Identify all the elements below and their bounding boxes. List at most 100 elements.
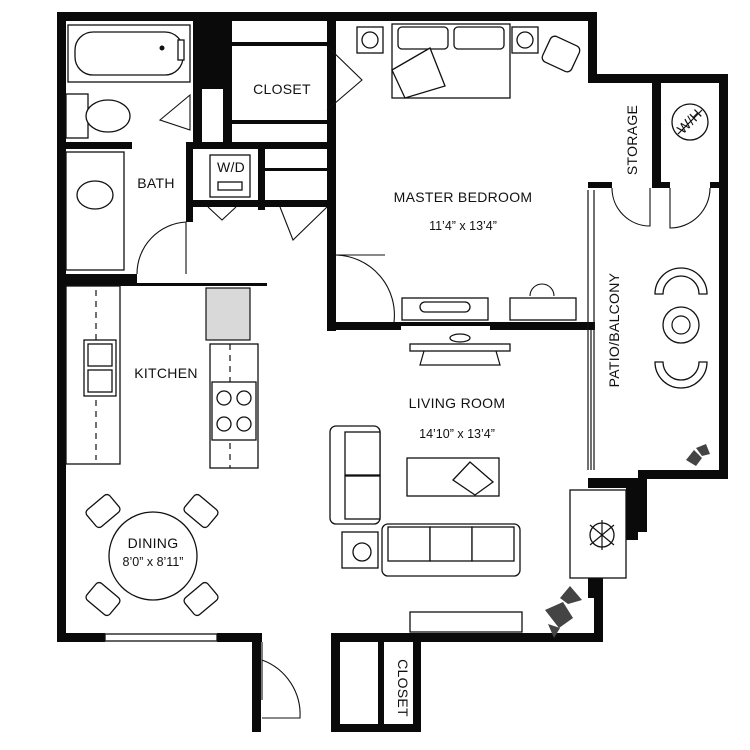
wall-bedroom-bottom-left <box>331 322 401 330</box>
closet-top-label: CLOSET <box>253 81 311 97</box>
burner-2-icon <box>236 390 252 406</box>
bedroom-door-swing <box>335 254 395 323</box>
vanity <box>65 151 125 271</box>
wall-bath-right-top <box>186 142 336 149</box>
closet-shelf-mid <box>265 168 327 171</box>
wall-storage-bottom-left <box>588 182 612 188</box>
wall-patio-step <box>638 470 647 532</box>
pillow-right <box>453 26 505 50</box>
master-bedroom-dim: 11’4” x 13’4” <box>429 219 497 233</box>
end-table-lamp-icon <box>352 542 372 562</box>
sink-basin-1 <box>87 343 113 367</box>
kitchen-counter-top-edge <box>57 283 267 286</box>
wall-bedroom-right-upper <box>588 12 597 80</box>
dining-label: DINING <box>128 535 179 551</box>
patio-chair-bottom <box>654 361 708 389</box>
pillow-left <box>397 26 449 50</box>
closet-bottom-label: CLOSET <box>395 659 411 717</box>
patio-table-inner <box>671 315 691 335</box>
entry-wall-left <box>252 642 261 732</box>
refrigerator <box>205 287 251 341</box>
exterior-wall-left <box>57 12 66 642</box>
wh-door <box>669 187 711 229</box>
wall-bath-right <box>186 142 193 222</box>
patio-label: PATIO/BALCONY <box>606 272 622 387</box>
closet-shelf-top <box>232 42 327 46</box>
burner-3-icon <box>216 416 232 432</box>
windows <box>104 190 595 642</box>
lamp-left-icon <box>361 31 379 49</box>
tub-faucet-icon <box>177 39 185 61</box>
doors <box>136 45 711 719</box>
patio-plant-icon <box>686 444 710 466</box>
storage-label: STORAGE <box>624 105 640 175</box>
exterior-wall-patio-right <box>719 74 728 478</box>
closet-bottom-right-wall <box>413 642 421 732</box>
tv-top-icon <box>449 333 471 343</box>
bath-linen-door <box>158 93 191 131</box>
wall-chase <box>193 21 223 89</box>
media-console <box>409 611 523 633</box>
wh-slash <box>677 109 703 135</box>
wall-bath-inner <box>193 82 202 142</box>
closet-top-door <box>326 45 363 111</box>
wall-wd-bottom <box>193 200 258 207</box>
entry-door-swing <box>261 659 301 719</box>
wall-bath-vanity-top <box>57 142 132 149</box>
exterior-wall-bottom-mid <box>217 633 262 642</box>
dining-chair-3 <box>85 581 121 617</box>
living-room-dim: 14’10” x 13’4” <box>419 427 495 441</box>
closet-bottom-inner-wall <box>378 642 384 727</box>
dining-chair-4 <box>183 581 219 617</box>
patio-chair-top <box>654 267 708 295</box>
kitchen-label: KITCHEN <box>134 365 198 381</box>
closet-shelf-bottom <box>232 120 327 124</box>
wall-wh-bottom-right <box>710 182 728 188</box>
wd-door <box>207 206 237 221</box>
sofa-cushion-2 <box>429 526 473 562</box>
wd-label: W/D <box>217 159 245 175</box>
sofa-cushion-1 <box>387 526 431 562</box>
living-room-label: LIVING ROOM <box>409 395 506 411</box>
exterior-wall-top <box>57 12 597 21</box>
loveseat-cushion-2 <box>344 475 381 520</box>
dining-chair-2 <box>183 493 219 529</box>
tv-icon <box>419 301 471 313</box>
tub-drain <box>159 45 165 51</box>
bed-sheet-fold <box>391 47 446 99</box>
burner-4-icon <box>236 416 252 432</box>
wall-bedroom-bottom-right <box>490 322 595 330</box>
closet-bottom-wall <box>331 724 421 732</box>
desk <box>509 297 577 321</box>
wall-closet-left <box>223 21 232 146</box>
fixtures <box>65 23 710 638</box>
sofa-cushion-3 <box>471 526 515 562</box>
sink-icon <box>76 180 114 210</box>
desk-chair-icon <box>529 283 555 297</box>
wall-storage-bottom-right <box>652 182 670 188</box>
wall-wd-right <box>258 146 265 210</box>
plant-icon <box>545 586 582 638</box>
sink-basin-2 <box>87 369 113 393</box>
bath-door-swing <box>136 221 187 275</box>
storage-door <box>611 187 651 227</box>
patio-table <box>662 306 700 344</box>
burner-1-icon <box>216 390 232 406</box>
loveseat-cushion-1 <box>344 431 381 476</box>
dining-table <box>108 511 198 601</box>
entry-wall-right <box>331 642 340 732</box>
exterior-wall-bottom-left <box>57 633 105 642</box>
lamp-right-icon <box>516 31 534 49</box>
toilet-bowl <box>85 99 131 133</box>
coat-closet-door <box>279 206 328 241</box>
dining-chair-1 <box>85 493 121 529</box>
bedroom-armchair <box>541 35 581 73</box>
wall-storage-wh-divider <box>652 74 661 188</box>
dining-dim: 8’0” x 8’11” <box>123 555 184 569</box>
tv-stand-icon <box>419 350 501 366</box>
master-bedroom-label: MASTER BEDROOM <box>394 189 533 205</box>
wall-bath-bottom <box>57 274 137 283</box>
wd-panel <box>217 181 243 191</box>
wall-bedroom-bottom-mid <box>401 322 490 326</box>
